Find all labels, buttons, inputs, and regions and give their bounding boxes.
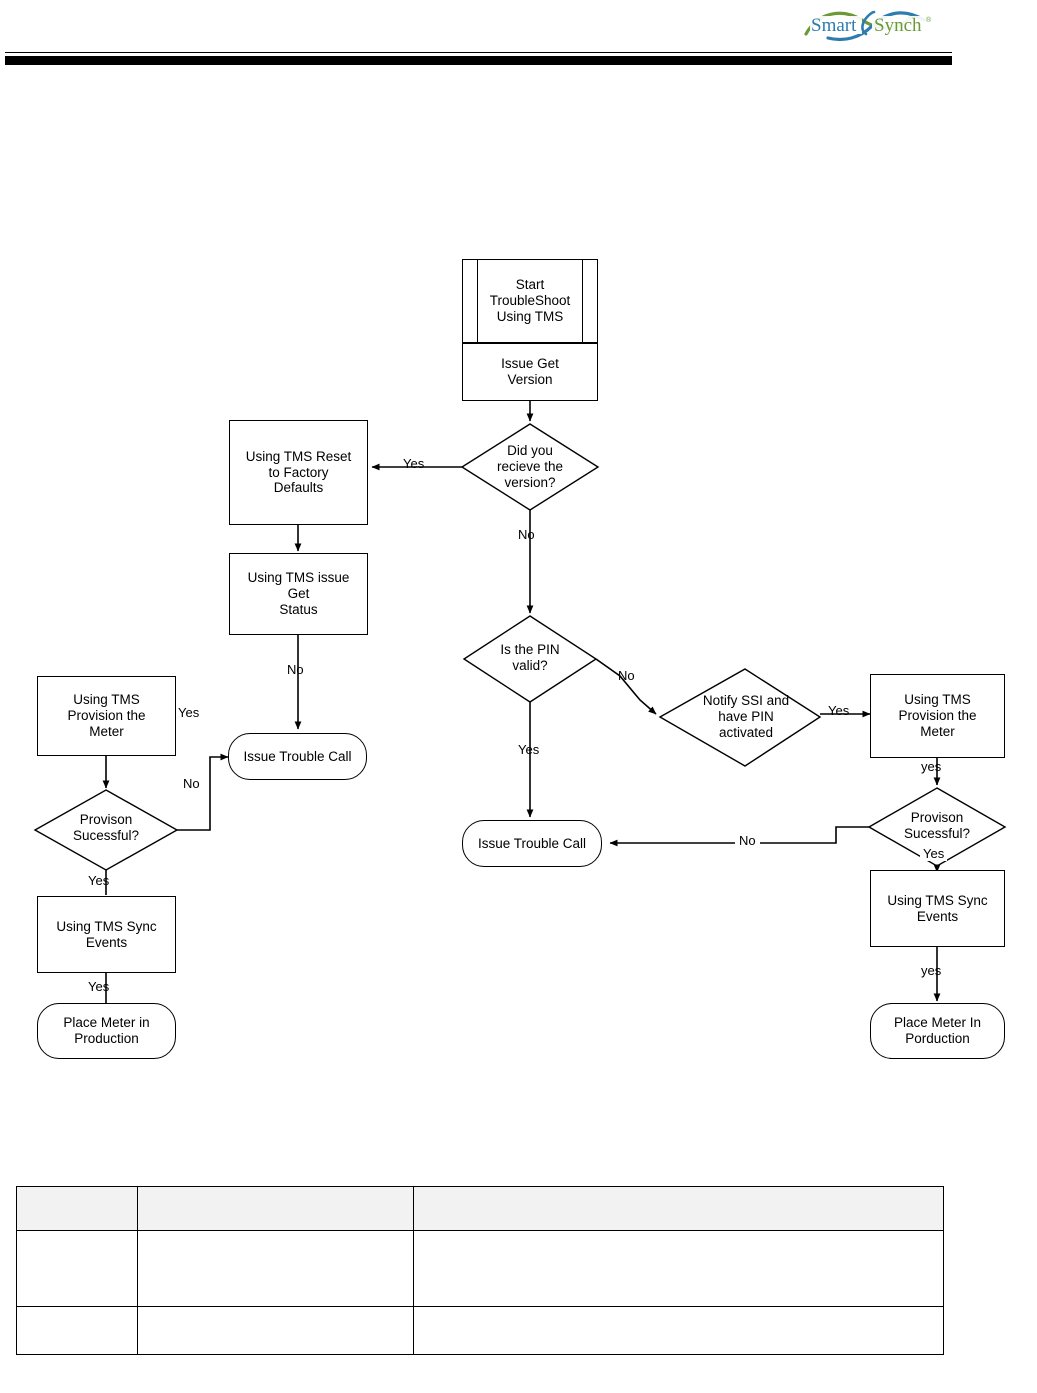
table-row — [16, 1230, 944, 1307]
node-get-status-label: Using TMS issue Get Status — [247, 570, 350, 617]
node-place-meter-right-label: Place Meter In Porduction — [893, 1015, 982, 1046]
edge-label-sync-left-yes: Yes — [88, 979, 110, 994]
edge-label-pin-yes: Yes — [518, 742, 540, 757]
node-issue-get-version-label: Issue Get Version — [501, 356, 559, 387]
node-get-status: Using TMS issue Get Status — [229, 553, 368, 635]
node-place-meter-left-label: Place Meter in Production — [63, 1015, 150, 1046]
node-sync-events-right-label: Using TMS Sync Events — [887, 892, 988, 924]
edge-label-provision-successful-right-yes: Yes — [920, 846, 948, 861]
header-rule-thin — [5, 52, 952, 53]
edge-label-pin-no: No — [618, 668, 635, 683]
node-provision-meter-right: Using TMS Provision the Meter — [870, 674, 1005, 758]
node-start-troubleshoot: Start TroubleShoot Using TMS — [462, 259, 598, 343]
smartsynch-logo: Smart Synch ® — [800, 4, 940, 44]
node-provision-meter-right-label: Using TMS Provision the Meter — [898, 692, 977, 739]
table-header-row — [16, 1186, 944, 1231]
node-start-troubleshoot-label: Start TroubleShoot Using TMS — [489, 277, 571, 324]
table-cell — [413, 1306, 944, 1355]
node-place-meter-right: Place Meter In Porduction — [870, 1003, 1005, 1059]
table-cell — [137, 1306, 414, 1355]
smartsynch-logo-icon: Smart Synch ® — [804, 10, 932, 42]
node-issue-trouble-call-left-label: Issue Trouble Call — [243, 748, 352, 764]
troubleshooting-flowchart: Start TroubleShoot Using TMS Issue Get V… — [33, 259, 1007, 1059]
edge-label-provision-right-yes: yes — [921, 759, 942, 774]
edge-label-version-no: No — [518, 527, 535, 542]
header-rule-thick — [5, 56, 952, 65]
edge-label-provision-successful-right-no: No — [735, 833, 760, 848]
table-header-cell-3 — [413, 1186, 944, 1231]
node-provision-meter-left-label: Using TMS Provision the Meter — [67, 692, 146, 739]
table-row — [16, 1306, 944, 1355]
node-issue-trouble-call-center-label: Issue Trouble Call — [477, 835, 587, 851]
edge-label-sync-right-yes: yes — [921, 963, 942, 978]
edge-label-provision-successful-left-yes: Yes — [88, 873, 110, 888]
node-provision-meter-left: Using TMS Provision the Meter — [37, 676, 176, 756]
node-place-meter-left: Place Meter in Production — [37, 1003, 176, 1059]
node-issue-trouble-call-left: Issue Trouble Call — [228, 733, 367, 780]
logo-trademark: ® — [926, 16, 932, 24]
node-reset-to-factory-label: Using TMS Reset to Factory Defaults — [245, 448, 352, 496]
table-cell — [16, 1230, 138, 1307]
node-issue-get-version: Issue Get Version — [462, 343, 598, 401]
node-sync-events-right: Using TMS Sync Events — [870, 870, 1005, 947]
logo-text-synch: Synch — [874, 15, 922, 36]
node-sync-events-left: Using TMS Sync Events — [37, 896, 176, 973]
table-header-cell-1 — [16, 1186, 138, 1231]
node-issue-trouble-call-center: Issue Trouble Call — [462, 820, 602, 867]
revision-table — [16, 1186, 944, 1355]
table-cell — [137, 1230, 414, 1307]
edge-label-provision-left-no: No — [183, 776, 200, 791]
table-cell — [413, 1230, 944, 1307]
table-cell — [16, 1306, 138, 1355]
edge-label-notify-yes: Yes — [828, 703, 850, 718]
node-sync-events-left-label: Using TMS Sync Events — [56, 918, 157, 950]
node-reset-to-factory: Using TMS Reset to Factory Defaults — [229, 420, 368, 525]
edge-label-provision-left-yes: Yes — [178, 705, 200, 720]
table-header-cell-2 — [137, 1186, 414, 1231]
logo-text-smart: Smart — [811, 15, 857, 36]
edge-label-get-status-no: No — [287, 662, 304, 677]
edge-label-version-yes: Yes — [403, 456, 425, 471]
flowchart-connectors — [33, 401, 1007, 1003]
